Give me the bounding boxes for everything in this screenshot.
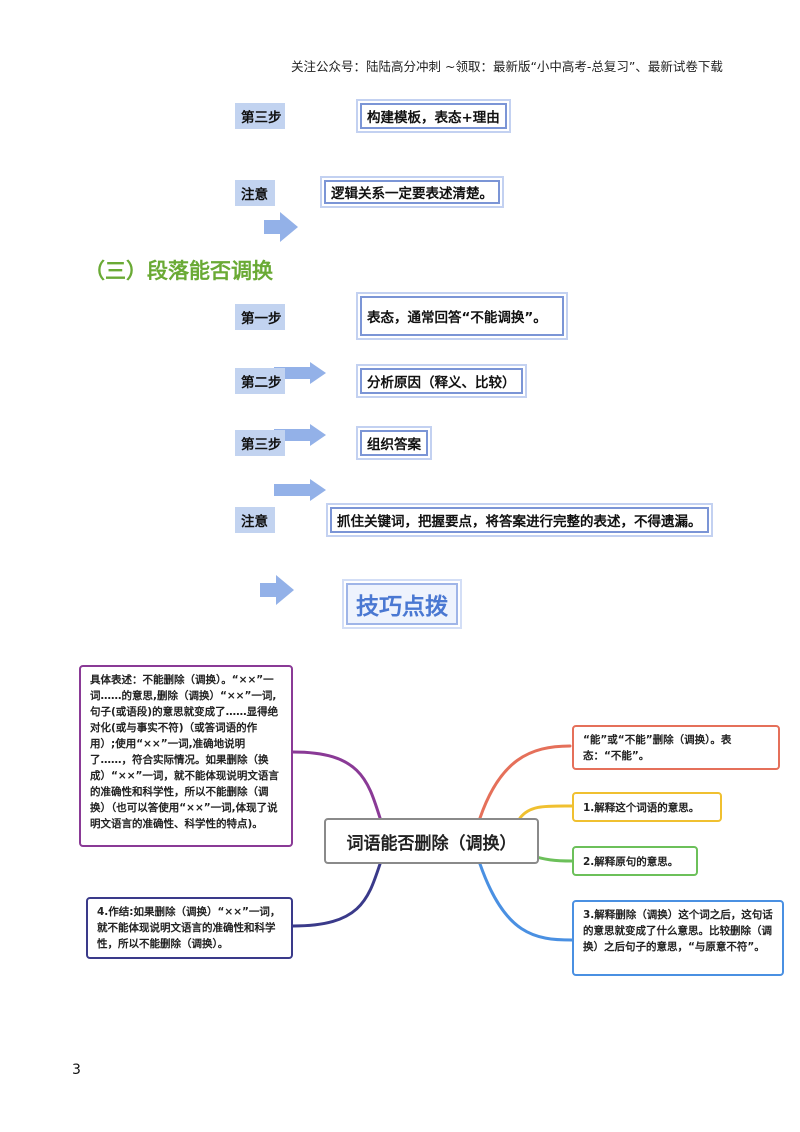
arrow-icon — [260, 575, 294, 605]
step3-label: 第三步 — [235, 103, 285, 129]
arrow-icon — [274, 424, 326, 446]
page-number: 3 — [72, 1062, 81, 1078]
s3-step3-text: 组织答案 — [360, 430, 428, 456]
mindmap-node-right-1: “能”或“不能”删除（调换）。表态：“不能”。 — [572, 725, 780, 770]
mindmap-node-right-3: 2.解释原句的意思。 — [572, 846, 698, 876]
mindmap-node-right-4: 3.解释删除（调换）这个词之后，这句话的意思就变成了什么意思。比较删除（调换）之… — [572, 900, 784, 976]
s3-step2-label: 第二步 — [235, 368, 285, 394]
step3-text: 构建模板，表态+理由 — [360, 103, 507, 129]
connector-red — [478, 744, 572, 820]
s3-note-label: 注意 — [235, 507, 275, 533]
arrow-icon — [274, 362, 326, 384]
mindmap-node-right-2: 1.解释这个词语的意思。 — [572, 792, 722, 822]
mindmap-node-left-top: 具体表述：不能删除（调换）。“××”一词……的意思,删除（调换）“××”一词,句… — [79, 665, 293, 847]
s3-step1-text: 表态，通常回答“不能调换”。 — [360, 296, 564, 336]
connector-yellow — [518, 804, 574, 820]
tips-title: 技巧点拨 — [346, 583, 458, 625]
connector-blue — [478, 862, 574, 942]
note-label: 注意 — [235, 180, 275, 206]
mindmap-node-left-bottom: 4.作结:如果删除（调换）“××”一词，就不能体现说明文语言的准确性和科学性，所… — [86, 897, 293, 959]
section-title: （三）段落能否调换 — [84, 259, 273, 283]
mindmap-center: 词语能否删除（调换） — [324, 818, 539, 864]
connector-navy — [291, 862, 382, 928]
arrow-icon — [264, 212, 298, 242]
s3-step2-text: 分析原因（释义、比较） — [360, 368, 523, 394]
page-header: 关注公众号：陆陆高分冲刺 ~领取：最新版“小中高考-总复习”、最新试卷下载 — [291, 59, 723, 74]
s3-step3-label: 第三步 — [235, 430, 285, 456]
arrow-icon — [274, 479, 326, 501]
s3-note-text: 抓住关键词，把握要点，将答案进行完整的表述，不得遗漏。 — [330, 507, 709, 533]
note-text: 逻辑关系一定要表述清楚。 — [324, 180, 500, 204]
connector-purple — [291, 750, 382, 820]
s3-step1-label: 第一步 — [235, 304, 285, 330]
